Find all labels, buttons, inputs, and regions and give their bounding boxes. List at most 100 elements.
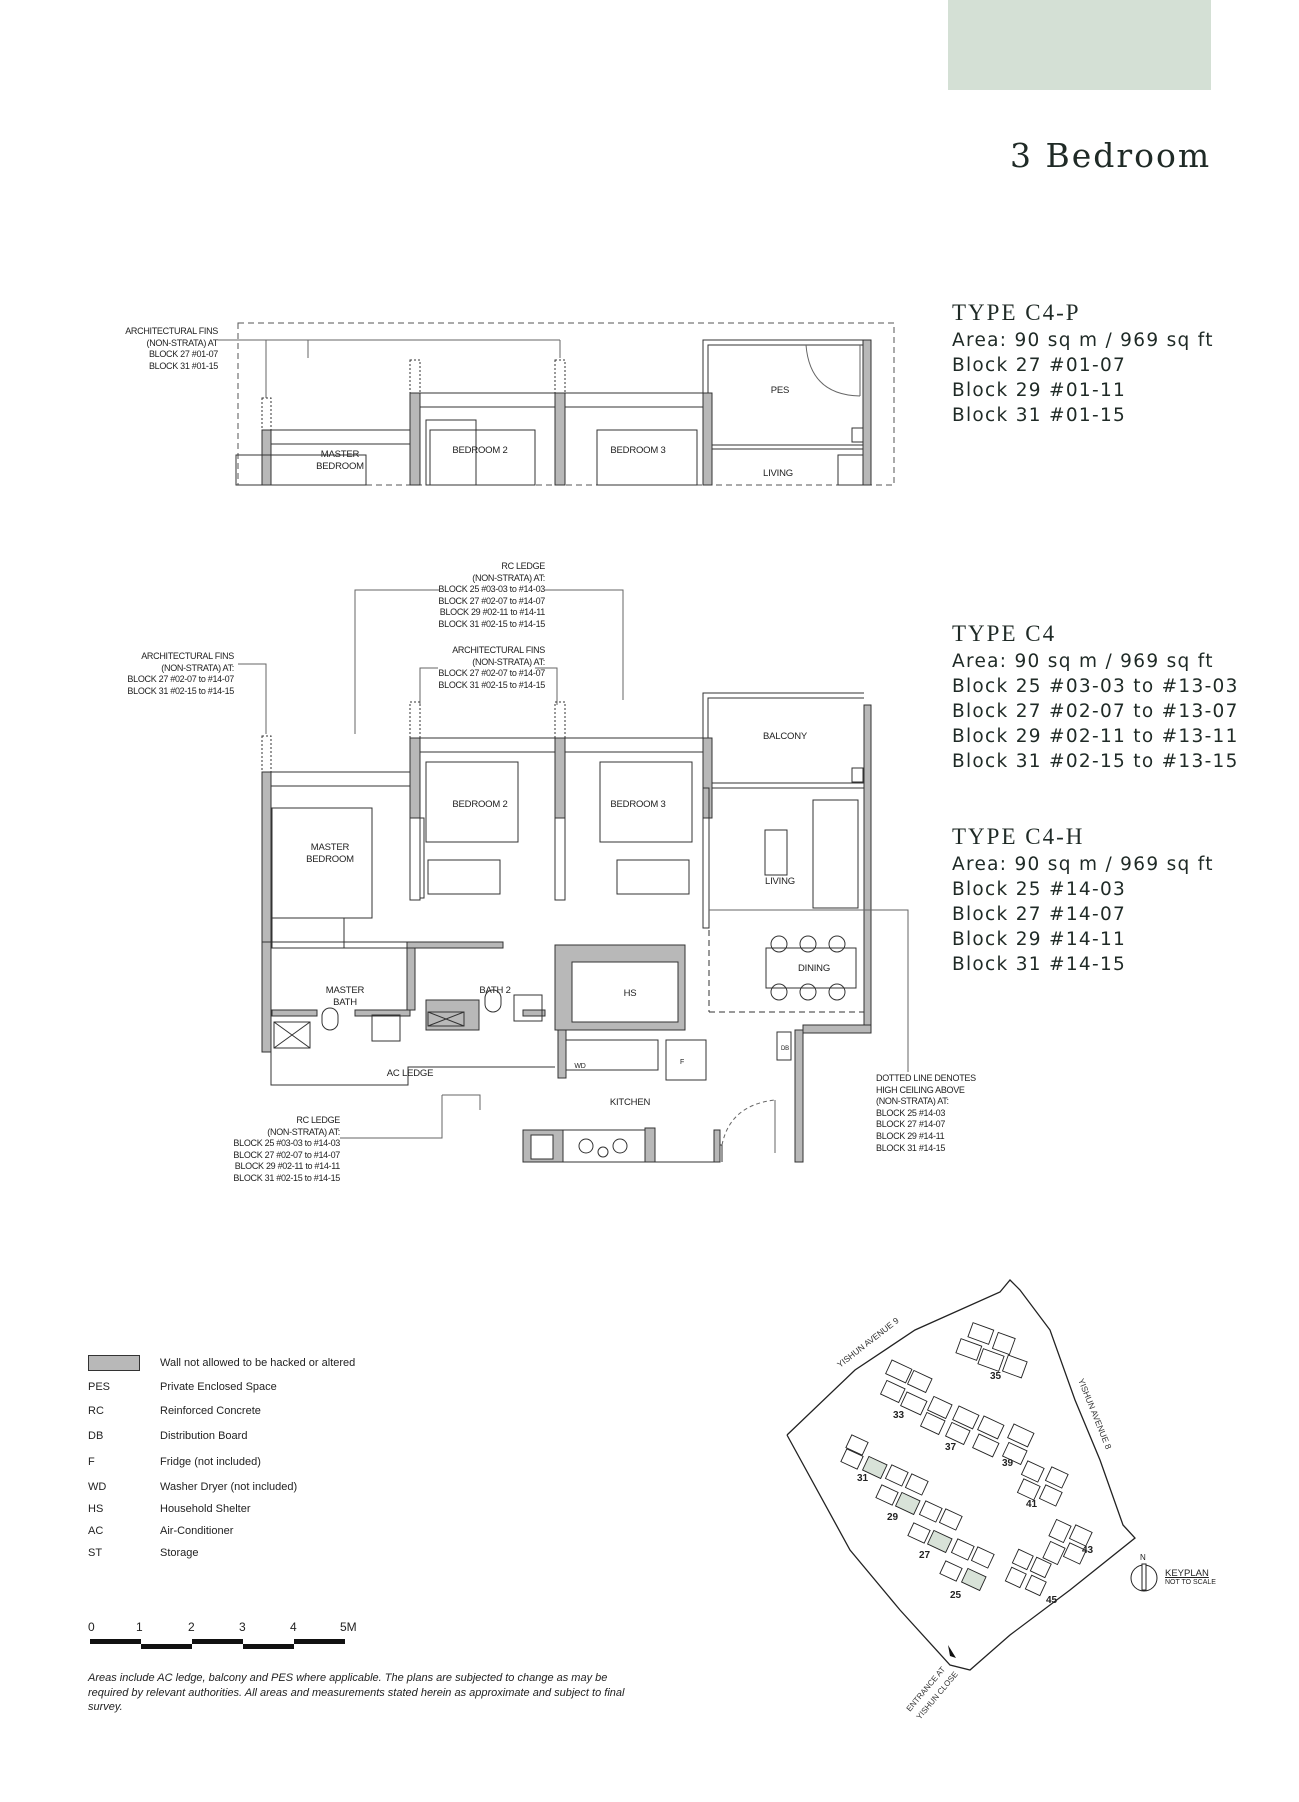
scale-tick: 1 — [136, 1620, 143, 1634]
legend-key: RC — [88, 1405, 104, 1417]
legend-key: HS — [88, 1503, 104, 1515]
disclaimer-text: Areas include AC ledge, balcony and PES … — [88, 1672, 625, 1713]
legend-row: PES Private Enclosed Space — [88, 1376, 448, 1398]
legend-desc: Private Enclosed Space — [160, 1381, 277, 1393]
unit-block: Block 29 #02-11 to #13-11 — [952, 726, 1239, 747]
legend-row: HS Household Shelter — [88, 1498, 448, 1520]
room-label-master-bedroom: MASTER BEDROOM — [306, 842, 354, 865]
legend-key: AC — [88, 1525, 104, 1537]
legend-row: ST Storage — [88, 1542, 448, 1564]
annotation-line: BLOCK 31 #02-15 to #14-15 — [127, 685, 234, 696]
annotation-fins-left: ARCHITECTURAL FINS (NON-STRATA) AT: BLOC… — [100, 651, 234, 697]
annotation-line: RC LEDGE — [296, 1115, 340, 1125]
block-number: 29 — [887, 1512, 899, 1523]
unit-area: Area: 90 sq m / 969 sq ft — [952, 651, 1214, 672]
annotation-rc-ledge-top: RC LEDGE (NON-STRATA) AT: BLOCK 25 #03-0… — [400, 561, 545, 631]
legend-desc: Washer Dryer (not included) — [160, 1481, 298, 1493]
unit-block: Block 27 #14-07 — [952, 904, 1127, 925]
legend-row: RC Reinforced Concrete — [88, 1400, 448, 1422]
legend-key: F — [88, 1456, 95, 1468]
legend-desc: Wall not allowed to be hacked or altered — [160, 1357, 356, 1369]
annotation-line: BLOCK 31 #02-15 to #14-15 — [438, 618, 545, 629]
annotation-line: (NON-STRATA) AT — [146, 337, 219, 348]
keyplan-label: KEYPLAN NOT TO SCALE — [1165, 1568, 1216, 1586]
legend-row: F Fridge (not included) — [88, 1451, 448, 1473]
annotation-line: BLOCK 25 #14-03 — [876, 1107, 946, 1118]
unit-block: Block 31 #01-15 — [952, 405, 1127, 426]
annotation-line: (NON-STRATA) AT: — [472, 656, 545, 667]
annotation-line: BLOCK 27 #02-07 to #14-07 — [233, 1149, 340, 1160]
annotation-line: BLOCK 29 #02-11 to #14-11 — [234, 1161, 341, 1172]
unit-block: Block 25 #14-03 — [952, 879, 1127, 900]
legend-row: AC Air-Conditioner — [88, 1520, 448, 1542]
legend-key: DB — [88, 1430, 104, 1442]
scale-tick: 4 — [290, 1620, 297, 1634]
room-label-bedroom3: BEDROOM 3 — [610, 799, 666, 810]
room-label-living: LIVING — [763, 468, 793, 479]
unit-type-c4h: TYPE C4-H Area: 90 sq m / 969 sq ft Bloc… — [952, 824, 1214, 977]
room-label-bedroom3: BEDROOM 3 — [610, 445, 666, 456]
room-label-living: LIVING — [765, 876, 795, 887]
road-label-avenue8: YISHUN AVENUE 8 — [1076, 1377, 1114, 1451]
annotation-line: (NON-STRATA) AT: — [876, 1096, 949, 1107]
room-label-kitchen: KITCHEN — [609, 1097, 651, 1108]
annotation-line: (NON-STRATA) AT: — [267, 1126, 340, 1137]
annotation-line: BLOCK 31 #14-15 — [876, 1142, 946, 1153]
room-label-pes: PES — [770, 385, 790, 396]
annotation-line: (NON-STRATA) AT: — [472, 572, 545, 583]
legend-wall-row: Wall not allowed to be hacked or altered — [88, 1352, 448, 1374]
annotation-fins-partial: ARCHITECTURAL FINS (NON-STRATA) AT BLOCK… — [100, 326, 218, 372]
unit-block: Block 25 #03-03 to #13-03 — [952, 676, 1239, 697]
annotation-line: RC LEDGE — [501, 561, 545, 571]
main-plan-c4 — [238, 589, 872, 1163]
room-label-bath2: BATH 2 — [479, 985, 511, 996]
legend-key: WD — [88, 1481, 107, 1493]
legend-key: ST — [88, 1547, 103, 1559]
room-label-ac-ledge: AC LEDGE — [386, 1068, 434, 1079]
annotation-line: HIGH CEILING ABOVE — [876, 1084, 965, 1095]
annotation-line: BLOCK 27 #02-07 to #14-07 — [438, 668, 545, 679]
block-number: 31 — [857, 1473, 869, 1484]
legend-key: PES — [88, 1381, 111, 1393]
room-label-balcony: BALCONY — [762, 731, 807, 742]
block-number: 27 — [919, 1550, 931, 1561]
entrance-arrow — [948, 1645, 956, 1658]
annotation-line: BLOCK 27 #02-07 to #14-07 — [127, 674, 234, 685]
unit-type-c4: TYPE C4 Area: 90 sq m / 969 sq ft Block … — [952, 621, 1239, 774]
unit-block: Block 31 #02-15 to #13-15 — [952, 751, 1239, 772]
unit-block: Block 29 #14-11 — [952, 929, 1127, 950]
unit-block: Block 27 #01-07 — [952, 355, 1127, 376]
unit-area: Area: 90 sq m / 969 sq ft — [952, 854, 1214, 875]
annotation-line: ARCHITECTURAL FINS — [452, 645, 545, 655]
label-db: DB — [781, 1046, 789, 1052]
legend-desc: Household Shelter — [160, 1503, 251, 1515]
unit-block: Block 31 #14-15 — [952, 954, 1127, 975]
annotation-line: ARCHITECTURAL FINS — [141, 651, 234, 661]
block-number: 39 — [1002, 1458, 1014, 1469]
legend-desc: Storage — [160, 1547, 199, 1559]
annotation-rc-ledge-bottom: RC LEDGE (NON-STRATA) AT: BLOCK 25 #03-0… — [200, 1115, 340, 1185]
block-number: 35 — [990, 1371, 1002, 1382]
block-number: 45 — [1046, 1595, 1058, 1606]
legend-row: WD Washer Dryer (not included) — [88, 1476, 448, 1498]
room-label-dining: DINING — [797, 963, 831, 974]
annotation-line: DOTTED LINE DENOTES — [876, 1073, 976, 1083]
annotation-line: BLOCK 31 #02-15 to #14-15 — [438, 679, 545, 690]
unit-block: Block 27 #02-07 to #13-07 — [952, 701, 1239, 722]
block-number: 41 — [1026, 1499, 1038, 1510]
unit-type-title: TYPE C4 — [952, 621, 1057, 646]
annotation-line: ARCHITECTURAL FINS — [125, 326, 218, 336]
page-title: 3 Bedroom — [1010, 136, 1212, 175]
annotation-line: BLOCK 29 #14-11 — [876, 1130, 945, 1141]
room-label-bedroom2: BEDROOM 2 — [452, 799, 508, 810]
scale-tick: 0 — [88, 1620, 95, 1634]
block-number: 25 — [950, 1590, 962, 1601]
unit-type-title: TYPE C4-H — [952, 824, 1085, 849]
block-number: 43 — [1082, 1545, 1094, 1556]
annotation-line: BLOCK 25 #03-03 to #14-03 — [438, 584, 545, 595]
scale-tick: 2 — [188, 1620, 195, 1634]
keyplan-title: KEYPLAN — [1165, 1568, 1209, 1579]
unit-block: Block 29 #01-11 — [952, 380, 1127, 401]
label-fridge: F — [679, 1059, 685, 1066]
